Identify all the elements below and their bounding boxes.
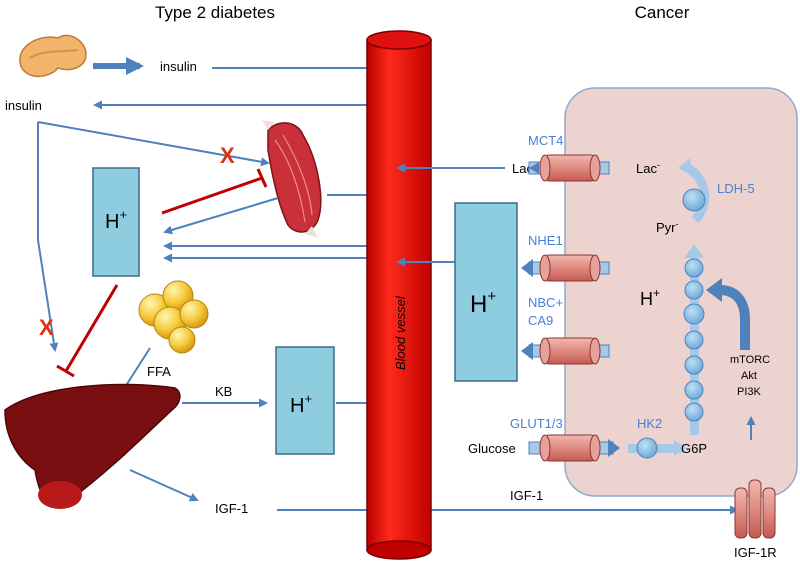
- glycolysis-chain: [683, 244, 705, 435]
- igf1r-label: IGF-1R: [734, 545, 777, 560]
- pyr-label: Pyr-: [656, 219, 679, 235]
- glut-label: GLUT1/3: [510, 416, 563, 431]
- insulin-to-vessel-arrow: [93, 67, 401, 110]
- inhibit-proton-liver: [56, 284, 119, 378]
- inhibit-proton-muscle: [161, 168, 268, 215]
- proton-box-liver: [275, 346, 335, 455]
- insulin-to-muscle-arrow: [37, 121, 270, 167]
- mct4-label: MCT4: [528, 133, 563, 148]
- ldh5-enzyme: [682, 188, 706, 212]
- lac-in-label: Lac-: [636, 160, 660, 176]
- mtorc-feedback-head: [706, 278, 722, 302]
- proton-box-diabetes: [92, 167, 140, 277]
- transporter-glut: [528, 434, 620, 462]
- ldh5-label: LDH-5: [717, 181, 755, 196]
- pi3k-label: PI3K: [737, 386, 762, 398]
- igf1-left-label: IGF-1: [215, 501, 248, 516]
- ldh5-arc-arrow: [685, 164, 710, 224]
- fat-cells-icon: [138, 280, 209, 354]
- ffa-label: FFA: [147, 364, 171, 379]
- mtorc-label: mTORC: [730, 354, 770, 366]
- hk2-label: HK2: [637, 416, 662, 431]
- proton-box-cancer: [454, 202, 518, 382]
- liver-icon: [4, 383, 181, 509]
- transporter-nhe1: [521, 254, 610, 282]
- pancreas-icon: [19, 34, 87, 77]
- muscle-icon: [262, 120, 322, 238]
- insulin-top-label: insulin: [160, 59, 197, 74]
- nbc-label: NBC+: [528, 295, 563, 310]
- cancer-cell: [564, 87, 798, 497]
- x-mark-muscle: X: [220, 143, 235, 168]
- akt-label: Akt: [741, 370, 757, 382]
- insulin-left-label: insulin: [5, 98, 42, 113]
- x-mark-liver: X: [39, 315, 54, 340]
- blood-vessel: [366, 30, 432, 560]
- proton-label-liver: H+: [290, 391, 312, 417]
- transporter-mct4: [528, 154, 610, 182]
- ldh5-arrow-head: [678, 158, 692, 176]
- kb-label: KB: [215, 384, 232, 399]
- nhe1-label: NHE1: [528, 233, 563, 248]
- igf1r-receptor: [734, 479, 776, 539]
- muscle-to-proton-arrow: [163, 197, 279, 235]
- proton-label-cancer: H+: [470, 288, 496, 318]
- insulin-to-liver-arrow: [37, 122, 59, 352]
- proton-label-diabetes: H+: [105, 207, 127, 233]
- blood-vessel-label: Blood vessel: [393, 295, 408, 370]
- g6p-label: G6P: [681, 441, 707, 456]
- hk2-enzyme: [628, 437, 686, 459]
- header-cancer: Cancer: [635, 3, 690, 22]
- header-type2-diabetes: Type 2 diabetes: [155, 3, 275, 22]
- transporter-nbc-ca9: [521, 337, 610, 365]
- ca9-label: CA9: [528, 313, 553, 328]
- proton-label-intracellular: H+: [640, 286, 660, 309]
- glucose-label: Glucose: [468, 441, 516, 456]
- liver-igf1-arrow: [129, 469, 199, 502]
- igf1-mid-label: IGF-1: [510, 488, 543, 503]
